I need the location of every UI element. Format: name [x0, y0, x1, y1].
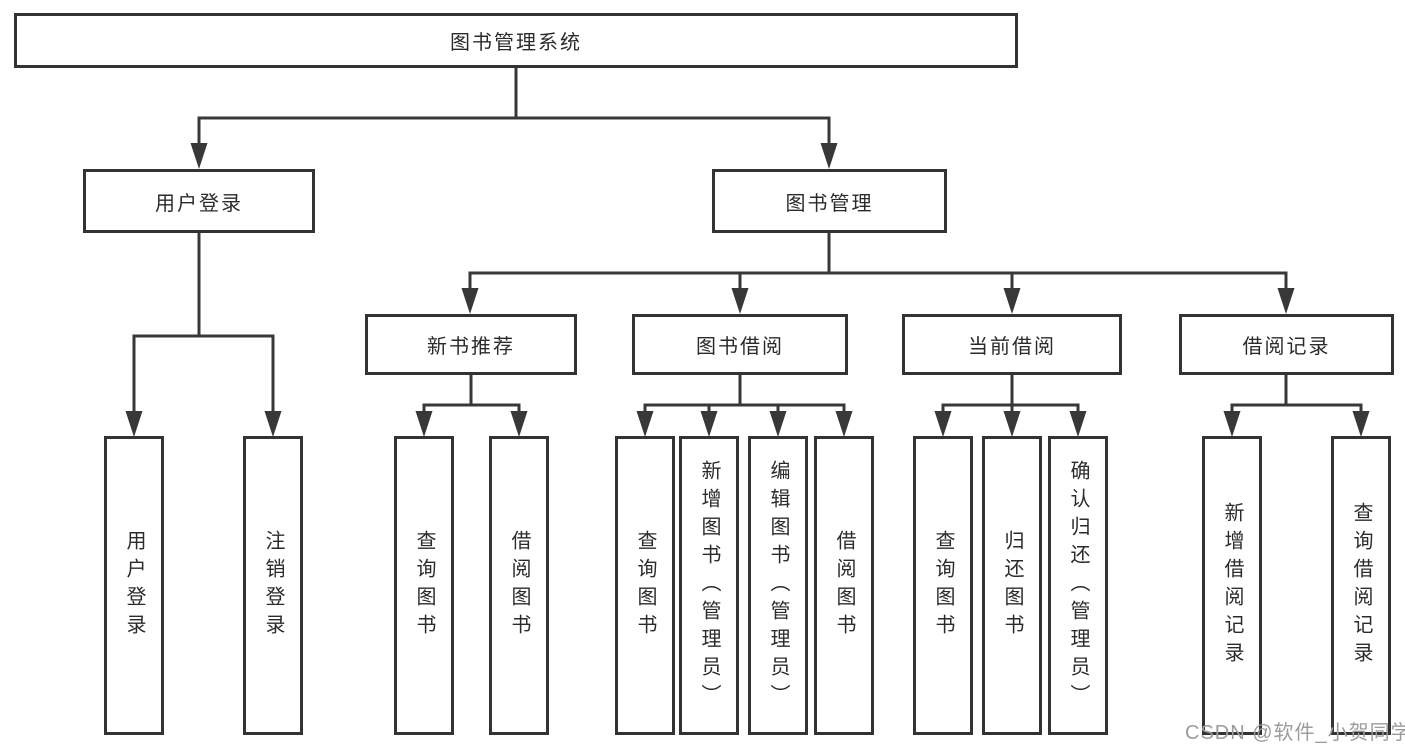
node-label: 新书推荐	[427, 336, 515, 358]
leaf-add-book-admin: 新增图书（管理员）	[679, 436, 739, 735]
leaf-label: 查询图书	[932, 529, 954, 642]
leaf-query-books-current: 查询图书	[913, 436, 973, 735]
leaf-label: 借阅图书	[508, 529, 530, 642]
leaf-query-borrow-record: 查询借阅记录	[1331, 436, 1391, 735]
arrow-head	[264, 411, 282, 437]
leaf-borrow-books: 借阅图书	[814, 436, 874, 735]
leaf-label: 用户登录	[123, 529, 145, 642]
leaf-query-books-borrow: 查询图书	[615, 436, 675, 735]
leaf-label: 确认归还（管理员）	[1067, 459, 1089, 712]
arrow-head	[510, 411, 528, 437]
node-borrowing-records: 借阅记录	[1179, 314, 1394, 375]
connector-level3-bar	[468, 271, 1288, 298]
leaf-label: 注销登录	[262, 529, 284, 642]
node-label: 当前借阅	[968, 336, 1056, 358]
leaf-label: 查询图书	[413, 529, 435, 642]
leaf-label: 借阅图书	[833, 529, 855, 642]
arrow-head	[1352, 411, 1370, 437]
arrow-head	[1069, 411, 1087, 437]
arrow-head	[1003, 288, 1021, 314]
arrow-head	[1223, 411, 1241, 437]
leaf-confirm-return-admin: 确认归还（管理员）	[1048, 436, 1108, 735]
connector-level2-fork	[197, 116, 831, 152]
leaf-borrow-books-recommend: 借阅图书	[489, 436, 549, 735]
node-label: 借阅记录	[1242, 336, 1331, 358]
arrow-head	[769, 411, 787, 437]
arrow-head	[1003, 411, 1021, 437]
leaf-label: 新增图书（管理员）	[698, 459, 720, 712]
connector-userlogin-fork	[132, 334, 275, 420]
leaf-label: 归还图书	[1001, 529, 1023, 642]
leaf-label: 编辑图书（管理员）	[767, 459, 789, 712]
node-user-login: 用户登录	[83, 169, 315, 233]
leaf-return-book: 归还图书	[982, 436, 1042, 735]
leaf-label: 查询借阅记录	[1350, 501, 1372, 670]
leaf-user-login: 用户登录	[104, 436, 164, 735]
leaf-label: 查询图书	[634, 529, 656, 642]
arrow-head	[461, 288, 479, 314]
arrow-head	[934, 411, 952, 437]
node-book-management-system: 图书管理系统	[14, 13, 1018, 68]
arrow-head	[835, 411, 853, 437]
arrow-head	[1277, 288, 1295, 314]
node-book-borrowing: 图书借阅	[632, 314, 848, 375]
arrow-head	[820, 143, 838, 169]
leaf-add-borrow-record: 新增借阅记录	[1202, 436, 1262, 735]
arrow-head	[125, 411, 143, 437]
connector-newbook-fork	[422, 403, 521, 420]
node-current-borrowing: 当前借阅	[902, 314, 1122, 375]
node-label: 图书管理系统	[450, 32, 582, 54]
leaf-logout: 注销登录	[243, 436, 303, 735]
leaf-label: 新增借阅记录	[1221, 501, 1243, 670]
arrow-head	[190, 143, 208, 169]
arrow-heads	[125, 143, 1370, 437]
arrow-head	[415, 411, 433, 437]
csdn-watermark: CSDN @软件_小贺同学	[1185, 722, 1405, 744]
arrow-head	[700, 411, 718, 437]
arrow-head	[636, 411, 654, 437]
connector-records-fork	[1230, 403, 1363, 420]
connector-bookborrow-fork	[643, 403, 846, 420]
node-new-book-recommendation: 新书推荐	[365, 314, 577, 375]
leaf-query-books-recommend: 查询图书	[394, 436, 454, 735]
node-label: 用户登录	[155, 192, 243, 215]
arrow-head	[731, 288, 749, 314]
node-label: 图书借阅	[696, 336, 784, 358]
node-book-management: 图书管理	[712, 169, 947, 233]
node-label: 图书管理	[785, 192, 874, 215]
leaf-edit-book-admin: 编辑图书（管理员）	[748, 436, 808, 735]
